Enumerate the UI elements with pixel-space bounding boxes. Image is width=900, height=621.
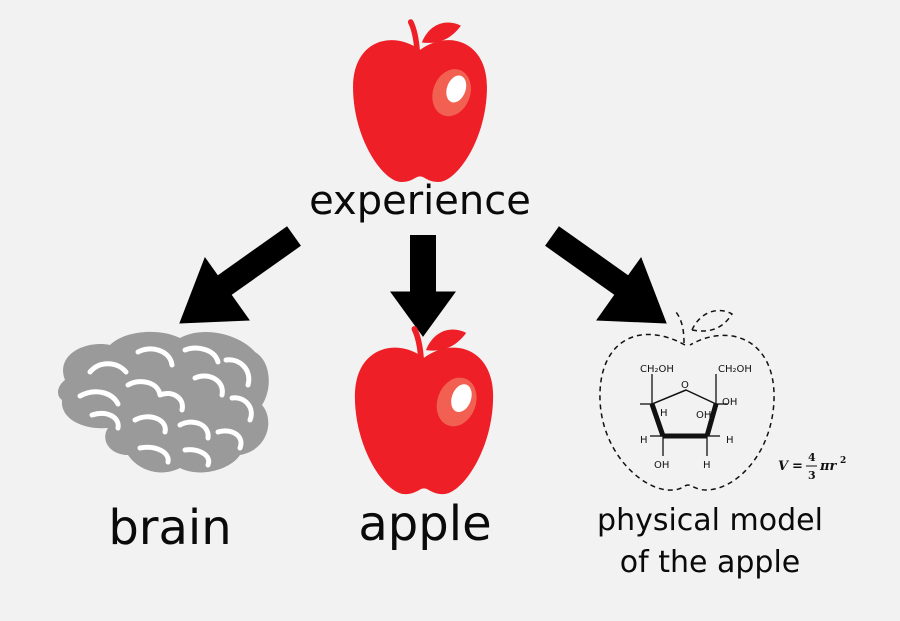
formula-den: 3 xyxy=(808,469,816,482)
molecule-structure: CH₂OH CH₂OH O H H OH H OH H OH xyxy=(640,364,752,471)
label-h-left: H xyxy=(640,435,648,446)
label-oh-inner: OH xyxy=(722,397,737,408)
arrow-icon-center xyxy=(390,235,456,337)
formula-num: 4 xyxy=(808,451,816,464)
physical-model-label: physical model of the apple xyxy=(570,500,850,584)
formula-rest: πr xyxy=(819,459,838,474)
formula-exp: 2 xyxy=(840,456,846,466)
apple-label: apple xyxy=(358,496,492,552)
label-oh-bottom-left: OH xyxy=(654,460,669,471)
arrow-icon-right xyxy=(545,226,667,324)
top-apple-icon xyxy=(353,19,487,182)
label-oh-right: OH xyxy=(696,410,711,421)
formula-eq: = xyxy=(792,459,803,474)
label-h-inner: H xyxy=(660,408,668,419)
brain-label: brain xyxy=(108,500,232,556)
physical-model-line2: of the apple xyxy=(619,545,801,580)
center-apple-icon xyxy=(354,326,494,495)
arrow-icon-left xyxy=(179,226,301,324)
apple-outline-icon xyxy=(599,309,775,491)
label-h-bottom-right: H xyxy=(703,460,711,471)
label-h-right: H xyxy=(726,435,734,446)
label-ring-o: O xyxy=(681,380,689,391)
physical-model-line1: physical model xyxy=(597,503,823,538)
volume-formula: V = 4 3 πr 2 xyxy=(778,451,846,482)
label-ch2oh-left: CH₂OH xyxy=(640,364,674,375)
formula-lhs: V xyxy=(778,459,790,474)
label-ch2oh-right: CH₂OH xyxy=(718,364,752,375)
brain-icon xyxy=(58,331,269,473)
experience-label: experience xyxy=(309,178,531,224)
